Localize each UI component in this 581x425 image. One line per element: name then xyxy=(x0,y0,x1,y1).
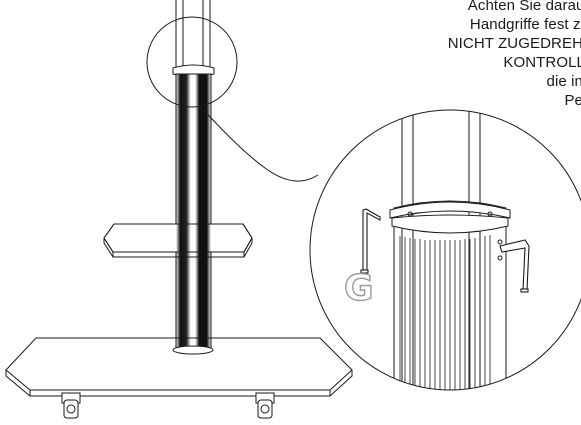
instruction-line-6: Pe xyxy=(564,92,581,109)
detail-view: G xyxy=(309,109,581,391)
callout-connector xyxy=(199,105,319,182)
instruction-line-1: Achten Sie darauf, xyxy=(467,0,581,14)
tv-stand xyxy=(5,0,353,419)
instruction-line-2: Handgriffe fest zu xyxy=(469,16,581,33)
magnifier-callout xyxy=(146,16,319,182)
instruction-line-5: die in xyxy=(546,73,581,90)
instruction-line-4: KONTROLL xyxy=(503,54,581,71)
middle-shelf xyxy=(103,223,253,258)
hex-key-icon xyxy=(499,239,530,293)
zoom-source-circle xyxy=(146,16,238,108)
caster-left xyxy=(61,392,81,419)
caster-right xyxy=(255,392,275,419)
main-pole xyxy=(175,73,212,350)
detail-label: G xyxy=(344,268,374,309)
base-plate xyxy=(5,337,353,397)
upper-rails xyxy=(175,0,211,70)
instruction-line-3: NICHT ZUGEDREH xyxy=(447,35,581,52)
hex-key-icon xyxy=(360,208,381,274)
